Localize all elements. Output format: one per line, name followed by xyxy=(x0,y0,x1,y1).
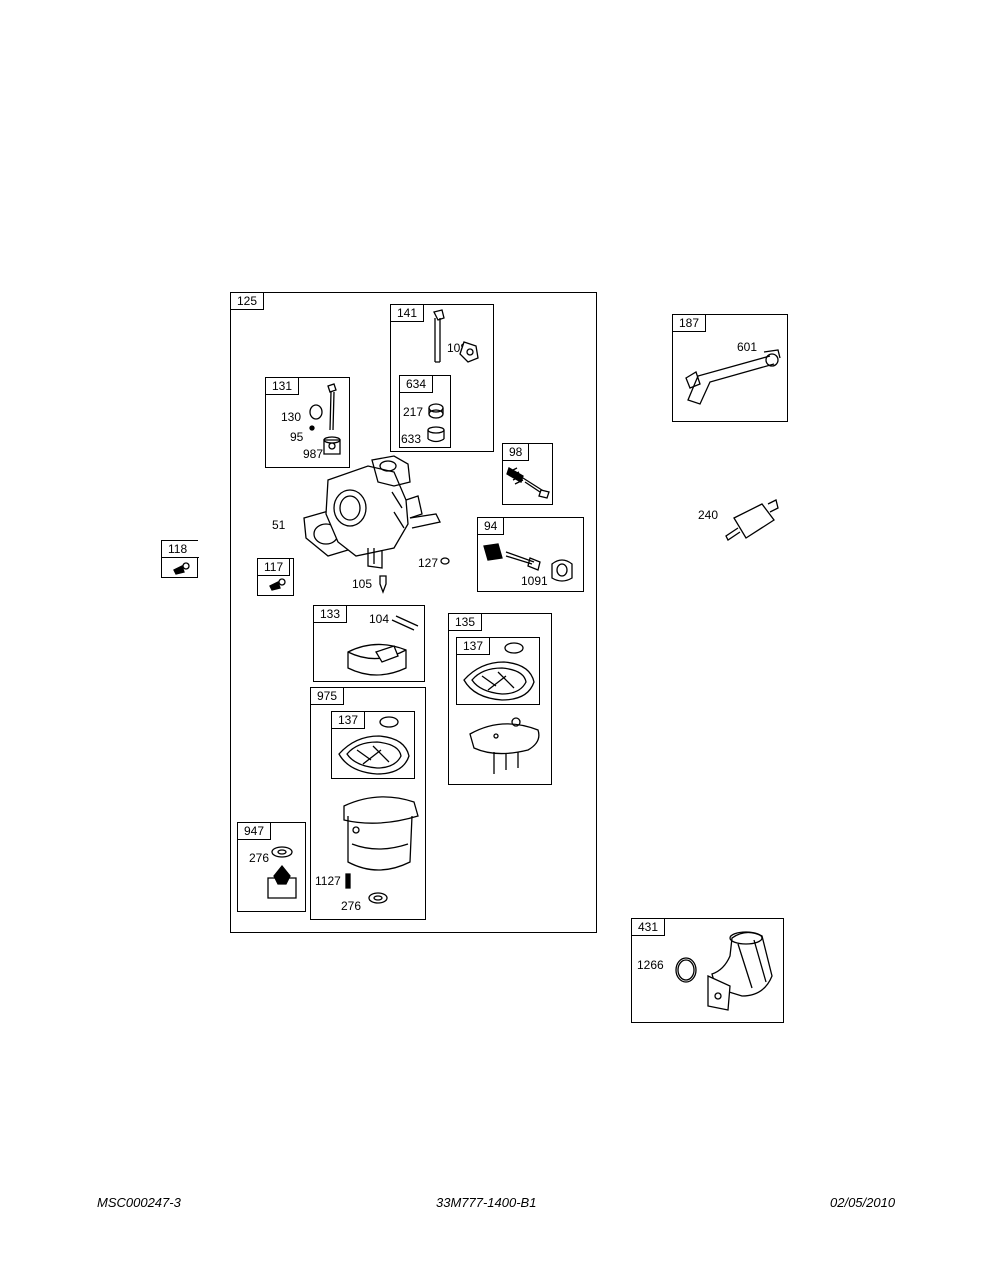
carburetor-body-drawing xyxy=(303,455,441,569)
kit-box-141: 141 xyxy=(390,304,494,452)
assembly-box-125: 125 xyxy=(230,292,597,933)
kit-box-634: 634 xyxy=(399,375,451,448)
part-label-1266: 1266 xyxy=(637,958,664,972)
kit-box-118: 118 xyxy=(161,540,199,578)
part-label-240: 240 xyxy=(698,508,719,522)
part-label-105: 105 xyxy=(352,577,373,591)
part-label-1091: 1091 xyxy=(521,574,548,588)
bushing-drawing-633 xyxy=(427,426,445,443)
ref-number-137-a: 137 xyxy=(457,638,491,655)
ref-number-187: 187 xyxy=(673,315,707,332)
kit-box-133: 133 xyxy=(313,605,425,682)
part-label-95: 95 xyxy=(290,430,304,444)
inlet-needle-drawing-105 xyxy=(379,575,387,594)
part-label-276-b: 276 xyxy=(341,899,362,913)
part-label-633: 633 xyxy=(401,432,422,446)
part-label-217: 217 xyxy=(403,405,424,419)
gasket-drawing-137-a xyxy=(463,642,535,701)
bowl-plate-drawing-135 xyxy=(469,717,540,774)
kit-box-137-float-bowl: 137 xyxy=(456,637,540,705)
ref-number-634: 634 xyxy=(400,376,434,393)
intake-elbow-drawing-431 xyxy=(675,931,773,1011)
screw-drawing-118 xyxy=(173,562,190,575)
ref-number-98: 98 xyxy=(503,444,530,461)
ref-number-118: 118 xyxy=(162,541,199,558)
footer-date: 02/05/2010 xyxy=(830,1195,896,1210)
fuel-filter-drawing-240 xyxy=(725,499,779,541)
kit-box-94: 94 xyxy=(477,517,584,592)
idle-screw-drawing xyxy=(506,467,550,499)
kit-box-135: 135 xyxy=(448,613,552,785)
kit-box-117: 117 xyxy=(257,558,294,596)
kit-box-431: 431 xyxy=(631,918,784,1023)
part-label-104: 104 xyxy=(369,612,390,626)
fuel-line-drawing-601 xyxy=(685,349,781,405)
washer-nozzle-drawing-947 xyxy=(267,846,297,899)
ref-number-133: 133 xyxy=(314,606,348,623)
part-label-130: 130 xyxy=(281,410,302,424)
ref-number-135: 135 xyxy=(449,614,483,631)
ref-number-117: 117 xyxy=(258,559,291,576)
throttle-shaft-drawing xyxy=(309,383,341,455)
part-label-127: 127 xyxy=(418,556,439,570)
ref-number-975: 975 xyxy=(311,688,345,705)
ref-number-125: 125 xyxy=(231,293,265,310)
ref-number-131: 131 xyxy=(266,378,300,395)
footer-model-number: 33M777-1400-B1 xyxy=(436,1195,537,1210)
ref-number-141: 141 xyxy=(391,305,425,322)
gasket-drawing-137-b xyxy=(338,716,410,775)
choke-lever-drawing xyxy=(433,309,479,363)
screw-drawing-117 xyxy=(269,578,286,591)
kit-box-975: 975 xyxy=(310,687,426,920)
ref-number-137-b: 137 xyxy=(332,712,366,729)
part-label-51: 51 xyxy=(272,518,286,532)
ref-number-94: 94 xyxy=(478,518,505,535)
float-drawing-133 xyxy=(347,615,419,676)
kit-box-947: 947 xyxy=(237,822,306,912)
float-bowl-drawing-975 xyxy=(343,796,419,904)
part-label-601: 601 xyxy=(737,340,758,354)
ref-number-947: 947 xyxy=(238,823,272,840)
part-label-987: 987 xyxy=(303,447,324,461)
ref-number-431: 431 xyxy=(632,919,666,936)
kit-box-137-bowl-gasket: 137 xyxy=(331,711,415,779)
washer-drawing-127 xyxy=(440,557,450,565)
mixture-screw-drawing xyxy=(483,543,573,582)
kit-box-131: 131 xyxy=(265,377,350,468)
kit-box-187: 187 xyxy=(672,314,788,422)
seal-drawing-217 xyxy=(428,403,444,419)
footer-drawing-id: MSC000247-3 xyxy=(97,1195,181,1210)
kit-box-98: 98 xyxy=(502,443,553,505)
part-label-276-a: 276 xyxy=(249,851,270,865)
part-label-1127: 1127 xyxy=(315,874,341,888)
